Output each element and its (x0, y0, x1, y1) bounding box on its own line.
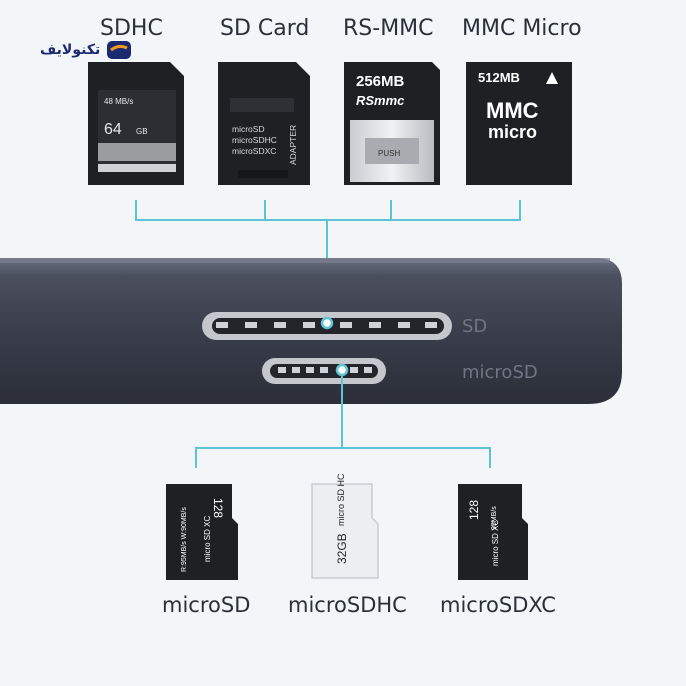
rs-mmc-card: 256MB RSmmc PUSH (344, 62, 440, 185)
label-microsd: microSD (162, 593, 251, 617)
sdhc-unit: GB (136, 127, 148, 136)
sd-adapter-line1: microSD (232, 124, 265, 134)
rs-mmc-push: PUSH (378, 149, 400, 158)
rs-mmc-brand: RSmmc (356, 93, 405, 108)
microsdxc-logo: micro SD XC (491, 520, 500, 566)
bottom-connector-lines (195, 375, 491, 468)
sdhc-speed: 48 MB/s (104, 97, 133, 106)
brand-name: تکنولایف (40, 42, 101, 58)
mmc-micro-arrow-icon (546, 72, 558, 84)
microsd-slot-marker (335, 363, 349, 377)
microsdhc-logo: micro SD HC (336, 473, 346, 526)
mmc-micro-capacity: 512MB (478, 70, 520, 85)
sd-adapter-line2: microSDHC (232, 135, 277, 145)
label-microsdhc: microSDHC (288, 593, 407, 617)
microsd-logo: micro SD XC (203, 516, 212, 562)
sd-slot-marker (320, 316, 334, 330)
label-microsdxc: microSDXC (440, 593, 556, 617)
microsd-capacity: 128 (211, 498, 225, 518)
brand-logo-icon (107, 41, 132, 59)
label-rs-mmc: RS-MMC (343, 16, 434, 41)
microsdxc-card: 128 95MB/s micro SD XC (458, 484, 528, 580)
rs-mmc-capacity: 256MB (356, 73, 405, 90)
sdhc-capacity: 64 (104, 121, 122, 138)
mmc-micro-card: 512MB MMC micro (466, 62, 572, 185)
port-label-microsd: microSD (462, 362, 538, 383)
microsdhc-card: micro SD HC 32GB (311, 473, 379, 579)
label-sd-card: SD Card (220, 16, 310, 41)
microsd-card: 128 R:95MB/s W:90MB/s micro SD XC (166, 484, 238, 580)
sd-adapter-side: ADAPTER (288, 125, 298, 165)
microsdxc-capacity: 128 (467, 500, 481, 520)
sd-adapter-line3: microSDXC (232, 146, 276, 156)
sdhc-card: 48 MB/s 64 GB (88, 62, 184, 185)
microsd-speed: R:95MB/s W:90MB/s (181, 507, 188, 572)
label-sdhc: SDHC (100, 16, 163, 41)
brand-logo: تکنولایف (40, 36, 134, 64)
port-label-sd: SD (462, 316, 488, 337)
mmc-micro-line2: micro (488, 122, 537, 142)
microsdxc-speed: 95MB/s (491, 506, 498, 530)
sd-adapter-card: microSD microSDHC microSDXC ADAPTER (218, 62, 310, 185)
mmc-micro-line1: MMC (486, 98, 539, 123)
microsdhc-capacity: 32GB (335, 533, 349, 564)
label-mmc-micro: MMC Micro (462, 16, 582, 41)
